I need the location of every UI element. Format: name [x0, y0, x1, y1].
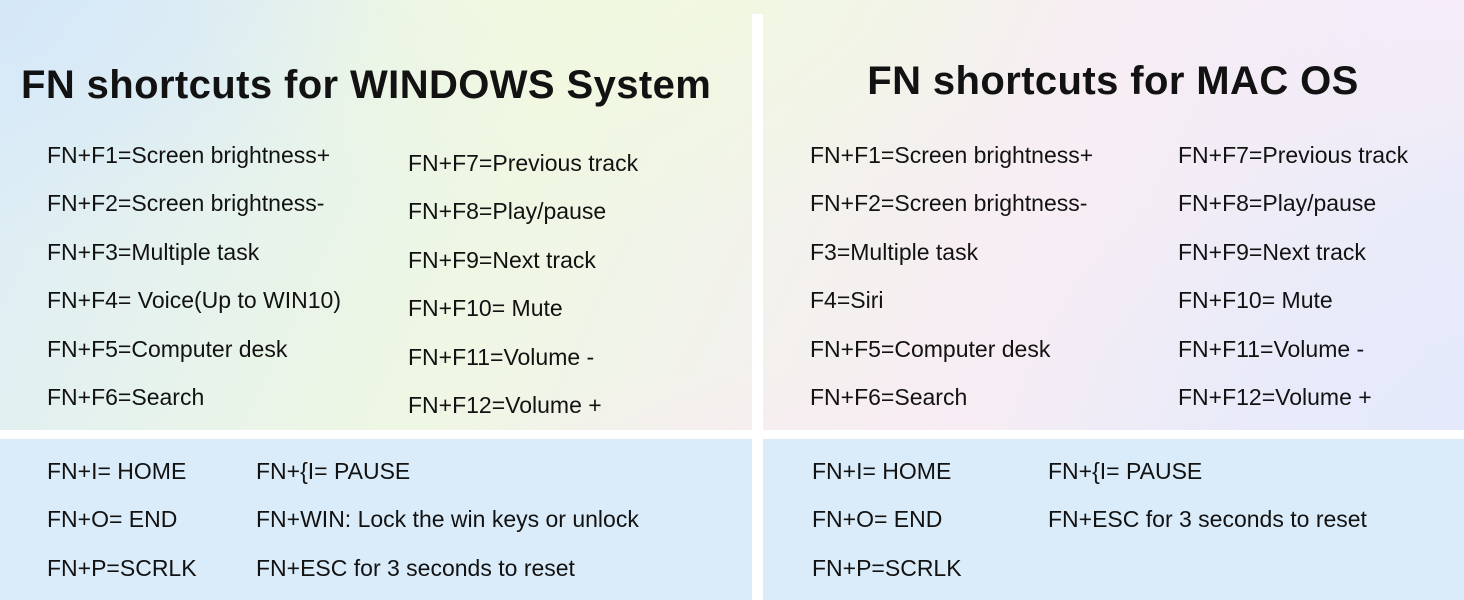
- shortcut-item: FN+F4= Voice(Up to WIN10): [47, 287, 341, 314]
- shortcut-item: FN+F10= Mute: [408, 295, 563, 322]
- shortcut-item: FN+F2=Screen brightness-: [810, 190, 1088, 217]
- shortcut-item: FN+F3=Multiple task: [47, 238, 260, 265]
- shortcut-item: FN+ESC for 3 seconds to reset: [256, 554, 575, 581]
- mac-extra-shortcuts-column-1: FN+I= HOME FN+O= END FN+P=SCRLK: [812, 447, 962, 592]
- shortcut-item: FN+F8=Play/pause: [408, 198, 607, 225]
- shortcut-item: FN+P=SCRLK: [47, 554, 197, 581]
- shortcut-item: FN+ESC for 3 seconds to reset: [1048, 506, 1367, 533]
- shortcut-item: FN+O= END: [812, 506, 943, 533]
- shortcut-item: FN+P=SCRLK: [812, 554, 962, 581]
- shortcut-item: FN+F12=Volume +: [408, 392, 602, 419]
- shortcut-item: FN+F8=Play/pause: [1178, 190, 1377, 217]
- shortcut-item: FN+F10= Mute: [1178, 287, 1333, 314]
- mac-shortcuts-column-1: FN+F1=Screen brightness+ FN+F2=Screen br…: [810, 131, 1093, 421]
- panel-divider: [752, 14, 763, 600]
- shortcut-item: FN+WIN: Lock the win keys or unlock: [256, 506, 639, 533]
- shortcut-item: FN+F9=Next track: [1178, 238, 1366, 265]
- shortcut-item: FN+F6=Search: [810, 384, 968, 411]
- shortcut-item: F3=Multiple task: [810, 238, 979, 265]
- shortcut-item: F4=Siri: [810, 287, 884, 314]
- shortcut-item: FN+{I= PAUSE: [256, 458, 411, 484]
- shortcut-item: FN+F9=Next track: [408, 246, 596, 273]
- shortcut-item: FN+F11=Volume -: [408, 343, 595, 370]
- shortcut-item: FN+F12=Volume +: [1178, 384, 1372, 411]
- mac-panel-title: FN shortcuts for MAC OS: [867, 59, 1359, 103]
- shortcut-item: FN+{I= PAUSE: [1048, 458, 1203, 484]
- shortcut-item: FN+O= END: [47, 506, 178, 533]
- shortcut-item: FN+F2=Screen brightness-: [47, 190, 325, 217]
- shortcut-item: FN+I= HOME: [812, 458, 952, 484]
- shortcut-item: FN+I= HOME: [47, 458, 187, 484]
- shortcut-item: FN+F7=Previous track: [1178, 142, 1409, 168]
- windows-panel-title: FN shortcuts for WINDOWS System: [21, 63, 712, 107]
- shortcut-item: FN+F1=Screen brightness+: [810, 142, 1094, 168]
- shortcut-item: FN+F11=Volume -: [1178, 335, 1365, 362]
- windows-extra-shortcuts-column-2: FN+{I= PAUSE FN+WIN: Lock the win keys o…: [256, 447, 639, 592]
- shortcut-item: FN+F6=Search: [47, 384, 205, 411]
- shortcut-item: FN+F1=Screen brightness+: [47, 142, 331, 168]
- windows-shortcuts-column-2: FN+F7=Previous track FN+F8=Play/pause FN…: [408, 139, 638, 429]
- windows-shortcuts-column-1: FN+F1=Screen brightness+ FN+F2=Screen br…: [47, 131, 341, 421]
- horizontal-white-gap: [0, 430, 1464, 439]
- shortcut-item: FN+F5=Computer desk: [810, 335, 1051, 362]
- mac-shortcuts-column-2: FN+F7=Previous track FN+F8=Play/pause FN…: [1178, 131, 1408, 421]
- windows-extra-shortcuts-column-1: FN+I= HOME FN+O= END FN+P=SCRLK: [47, 447, 197, 592]
- bottom-shortcut-band: [0, 439, 1464, 600]
- shortcut-item: FN+F5=Computer desk: [47, 335, 288, 362]
- shortcut-item: FN+F7=Previous track: [408, 150, 639, 176]
- mac-extra-shortcuts-column-2: FN+{I= PAUSE FN+ESC for 3 seconds to res…: [1048, 447, 1367, 544]
